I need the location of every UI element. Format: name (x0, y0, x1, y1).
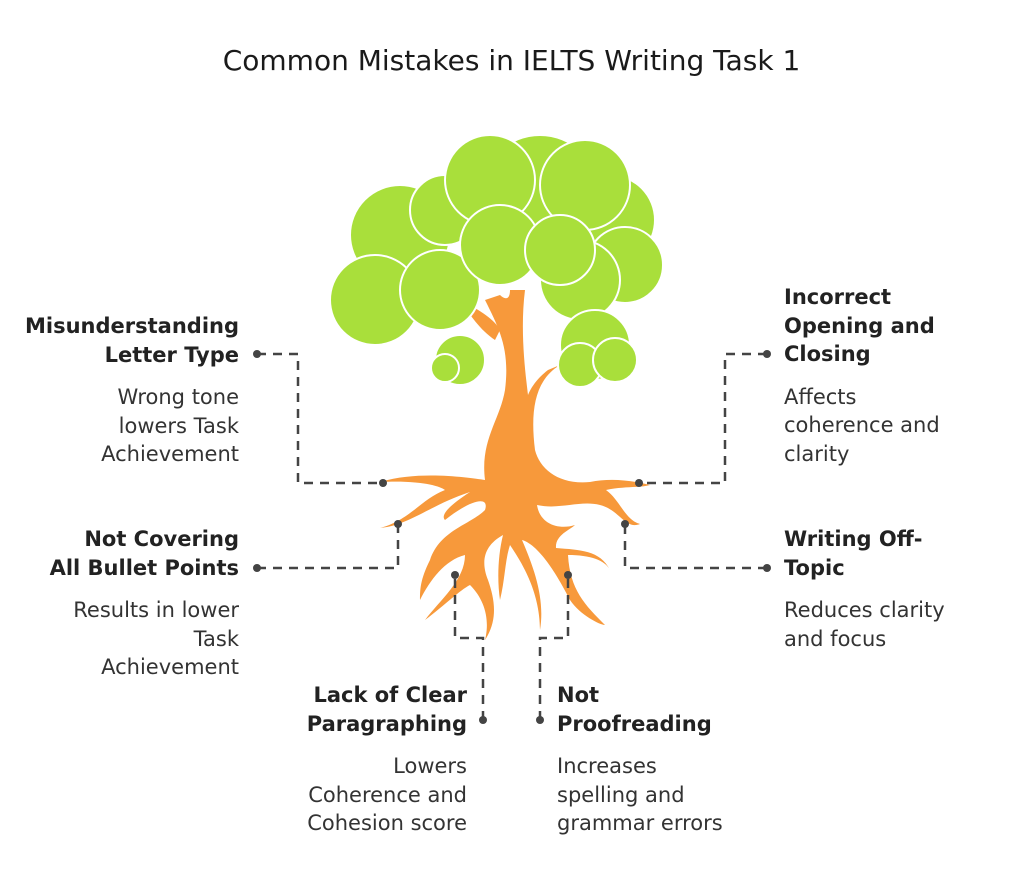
diagram-title: Common Mistakes in IELTS Writing Task 1 (222, 44, 801, 77)
mistake-heading: Not Covering All Bullet Points (49, 527, 239, 580)
mistake-description: Reduces clarity and focus (784, 598, 945, 651)
mistake-description: Wrong tone lowers Task Achievement (101, 385, 239, 466)
mistake-heading: Lack of Clear Paragraphing (306, 683, 467, 736)
mistake-heading: Misunderstanding Letter Type (25, 314, 239, 367)
mistake-heading: Writing Off- Topic (784, 527, 923, 580)
mistake-misunderstanding-letter-type: Misunderstanding Letter Type Wrong tone … (25, 312, 239, 469)
connector-paragraphing (453, 575, 485, 720)
connector-opening-closing (639, 352, 767, 485)
mistake-writing-off-topic: Writing Off- Topic Reduces clarity and f… (784, 525, 945, 653)
connector-bullet-points (257, 524, 400, 570)
connector-misunderstanding (257, 352, 383, 485)
mistake-description: Affects coherence and clarity (784, 384, 940, 466)
connector-dots (253, 350, 771, 724)
connector-off-topic (623, 524, 767, 570)
mistake-description: Lowers Coherence and Cohesion score (307, 754, 467, 835)
connector-proofreading (538, 575, 570, 720)
mistake-description: Increases spelling and grammar errors (557, 754, 723, 835)
mistake-heading: Incorrect Opening and Closing (784, 285, 935, 366)
connector-lines (257, 352, 767, 720)
mistake-incorrect-opening-closing: Incorrect Opening and Closing Affects co… (784, 283, 940, 468)
mistake-heading: Not Proofreading (557, 683, 712, 736)
mistake-not-covering-bullet-points: Not Covering All Bullet Points Results i… (50, 525, 239, 682)
mistake-not-proofreading: Not Proofreading Increases spelling and … (557, 681, 723, 838)
mistake-lack-of-paragraphing: Lack of Clear Paragraphing Lowers Cohere… (307, 681, 467, 838)
mistake-description: Results in lower Task Achievement (73, 598, 239, 679)
tree-foliage (329, 134, 664, 388)
